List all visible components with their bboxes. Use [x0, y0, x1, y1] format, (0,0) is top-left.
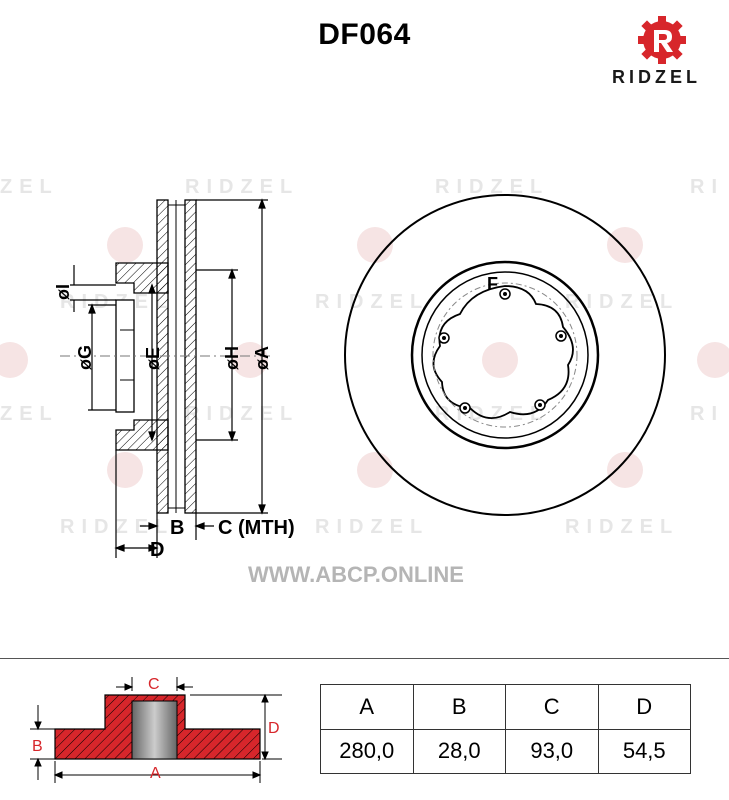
dim-label-dia-h: øH [222, 346, 242, 370]
dim-label-c-mth: C (MTH) [218, 517, 295, 539]
watermark-text: RIDZEL [565, 516, 680, 538]
dim-label-f: F [487, 274, 498, 294]
brake-disc-side-section: øI øG øE øH øA B C (MTH) D [53, 198, 295, 560]
specs-table: A B C D 280,0 28,0 93,0 54,5 [320, 684, 691, 774]
website-url: WWW.ABCP.ONLINE [248, 562, 464, 587]
watermark-text: RIDZEL [315, 291, 430, 313]
spec-value: 280,0 [320, 728, 414, 774]
brake-disc-section-diagram: C D B A [30, 676, 282, 783]
dim-label-b: B [170, 517, 184, 539]
specs-header-row: A B C D [320, 684, 691, 730]
brand-name: RIDZEL [612, 67, 701, 87]
spec-value: 54,5 [597, 728, 691, 774]
watermark-text: ZEL [0, 176, 59, 198]
ridzel-gear-logo-icon [638, 16, 686, 64]
watermark-text: RI [690, 403, 724, 425]
section-label-d: D [268, 720, 280, 737]
dim-label-dia-e: øE [143, 347, 163, 370]
specs-value-row: 280,0 28,0 93,0 54,5 [320, 728, 691, 774]
spec-value: 93,0 [505, 728, 599, 774]
spec-header: B [412, 684, 506, 730]
watermark-text: RIDZEL [565, 291, 680, 313]
dim-label-d: D [150, 539, 164, 560]
spec-value: 28,0 [412, 728, 506, 774]
watermark-text: RIDZEL [435, 176, 550, 198]
watermark-text: ZEL [0, 403, 59, 425]
section-label-a: A [150, 765, 161, 782]
dim-label-dia-g: øG [75, 345, 95, 370]
spec-header: A [320, 684, 414, 730]
watermark-text: RIDZEL [185, 176, 300, 198]
watermark-text: RI [690, 176, 724, 198]
separator-line [0, 658, 729, 659]
section-label-b: B [32, 738, 43, 755]
dim-label-dia-a: øA [252, 346, 272, 370]
part-number-title: DF064 [318, 18, 411, 51]
watermark-text: RIDZEL [315, 516, 430, 538]
section-label-c: C [148, 676, 160, 693]
watermark-text: RIDZEL [60, 516, 175, 538]
spec-header: C [505, 684, 599, 730]
watermark-text: RIDZEL [185, 403, 300, 425]
brake-disc-front-view: F [344, 194, 666, 516]
spec-header: D [597, 684, 691, 730]
dim-label-dia-i: øI [53, 284, 73, 300]
watermark-text: RIDZEL [60, 291, 174, 314]
